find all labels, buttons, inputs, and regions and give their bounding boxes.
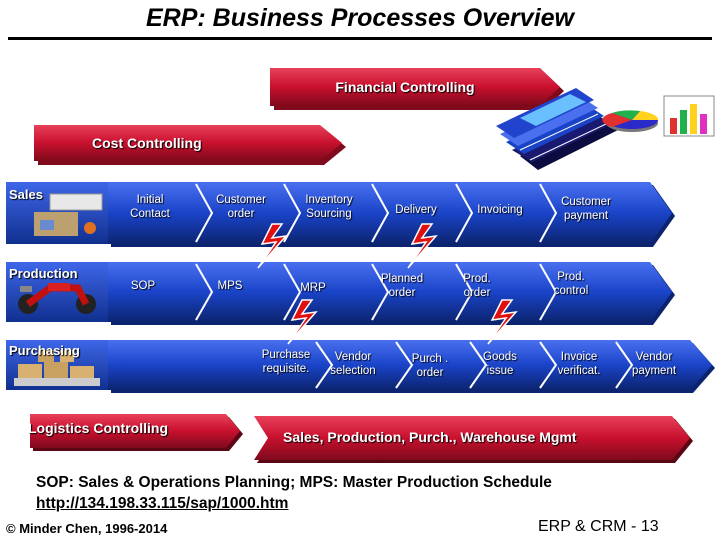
step-purch-order: Purch . order [411,353,449,379]
lightning-bolts [257,223,518,345]
financial-controlling-label: Financial Controlling [335,79,475,95]
step-sop: SOP [130,280,156,292]
logistics-controlling-label: Logistics Controlling [28,420,168,436]
purchasing-lane-label: Purchasing [9,343,80,358]
step-invoice-verificat: Invoice verificat. [557,351,601,377]
pie-chart-icon [602,110,659,132]
sales-production-label: Sales, Production, Purch., Warehouse Mgm… [283,429,577,445]
step-vendor-selection: Vendor selection [330,351,376,377]
page-title: ERP: Business Processes Overview [145,4,574,32]
motorcycle-icon [18,283,96,314]
step-separators [195,183,634,389]
logistics-controlling-bar [30,414,243,451]
step-inventory-sourcing: Inventory Sourcing [305,194,353,220]
bar-chart-icon [663,95,715,137]
step-goods-issue: Goods issue [483,351,517,377]
step-initial-contact: Initial Contact [130,194,170,220]
step-customer-order: Customer order [216,194,266,220]
warehouse-icon [14,350,100,386]
step-mrp: MRP [300,282,326,294]
acronym-note: SOP: Sales & Operations Planning; MPS: M… [36,474,552,491]
binder-stack-icon [496,88,618,170]
step-prod-order: Prod. order [463,273,491,299]
production-lane-label: Production [9,266,78,281]
step-customer-payment: Customer payment [561,196,611,222]
step-planned-order: Planned order [380,273,424,299]
step-invoicing: Invoicing [477,204,523,216]
page-number: ERP & CRM - 13 [538,518,659,535]
copyright: © Minder Chen, 1996-2014 [6,521,168,536]
step-mps: MPS [217,280,243,292]
title-divider [8,37,712,40]
cost-controlling-band [34,125,346,165]
cost-controlling-label: Cost Controlling [92,135,202,151]
sales-lane-label: Sales [9,187,43,202]
financial-controlling-band [270,68,564,110]
sales-production-bar [254,416,693,463]
step-prod-control: Prod. control [553,271,589,297]
step-delivery: Delivery [395,204,437,216]
sales-desk-icon [34,193,103,236]
step-vendor-payment: Vendor payment [631,351,677,377]
step-purchase-requisite: Purchase requisite. [261,349,311,375]
reference-link[interactable]: http://134.198.33.115/sap/1000.htm [36,495,289,512]
